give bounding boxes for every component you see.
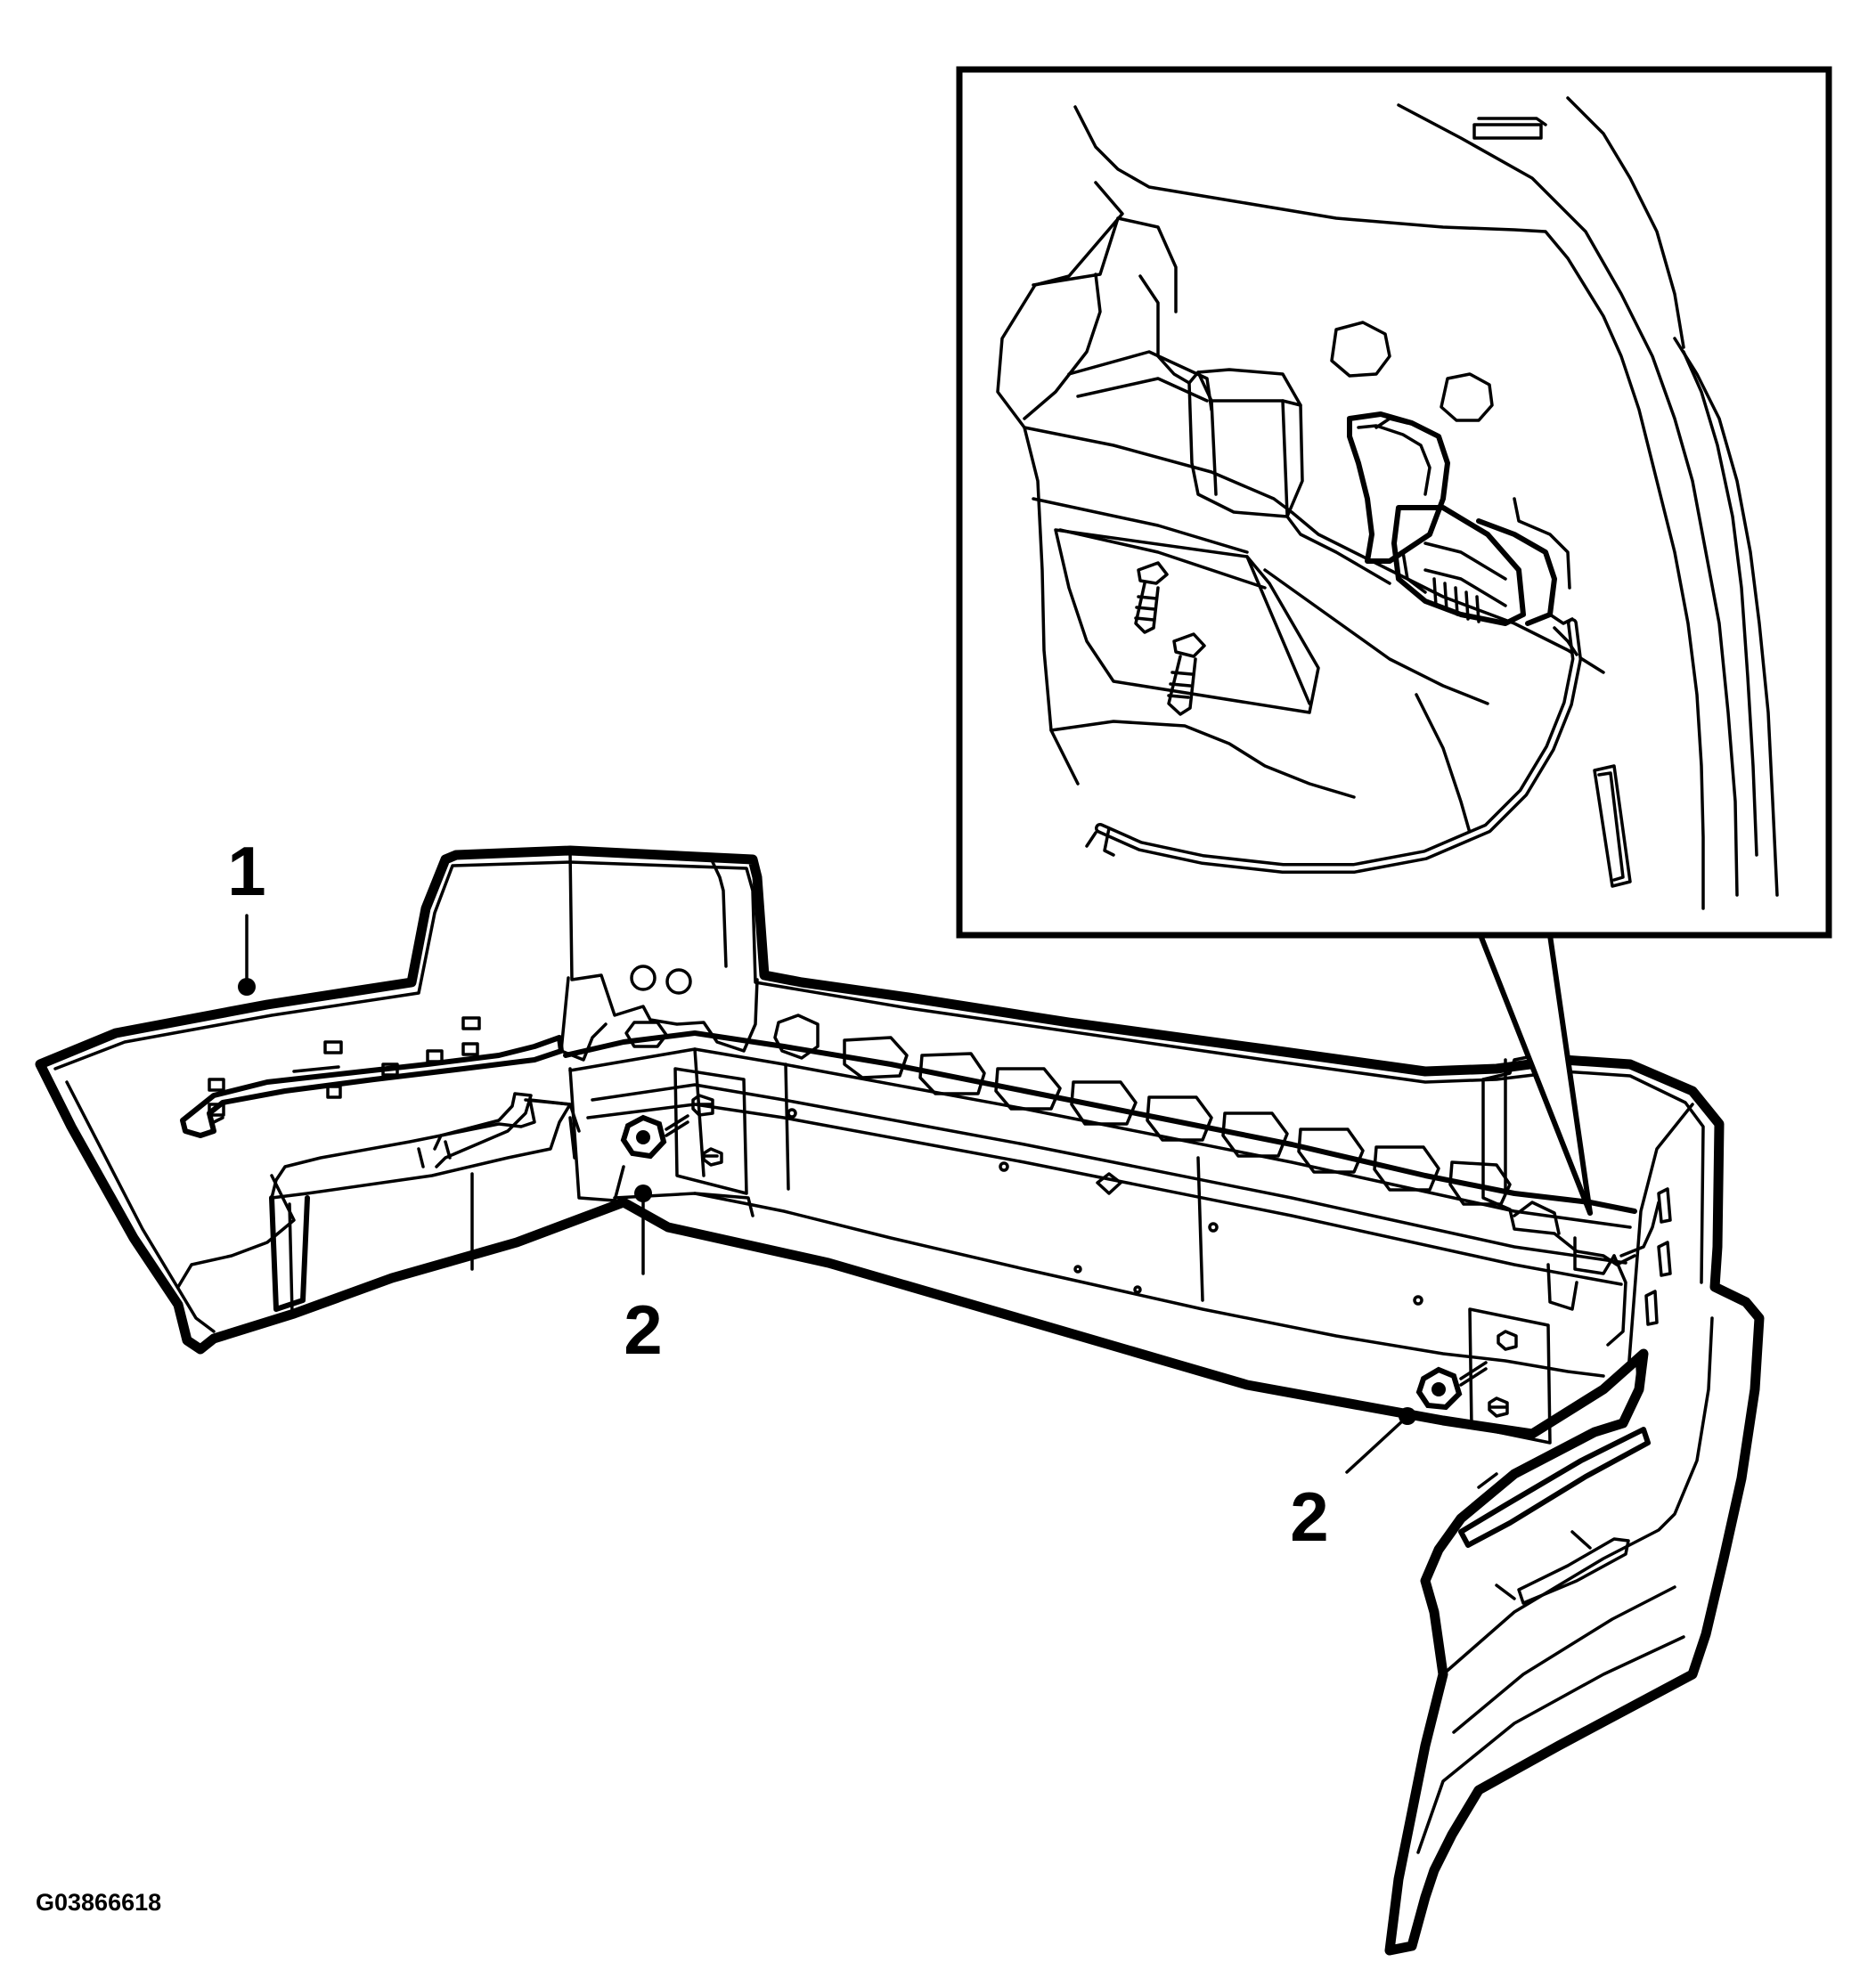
figure-id-label: G03866618 — [36, 1889, 161, 1916]
beam-cutouts — [773, 1014, 1512, 1206]
inset-electrical-connector — [1347, 411, 1574, 626]
inset-stud-upper — [1134, 561, 1169, 634]
callout-2-right: 2 — [1290, 1478, 1328, 1556]
inset-wiring-harness — [1095, 618, 1582, 874]
retaining-nut-right — [1415, 1361, 1488, 1411]
callout-2-left: 2 — [624, 1290, 662, 1369]
rear-bumper-fascia — [35, 845, 1765, 1956]
callout-labels: 1 2 2 — [227, 832, 1328, 1556]
detail-inset — [956, 66, 1832, 1216]
callout-leaders — [238, 914, 1416, 1474]
retaining-nut-left — [620, 1114, 689, 1160]
callout-1: 1 — [227, 832, 265, 910]
inset-connector-detail — [996, 96, 1779, 910]
inset-stud-lower — [1167, 632, 1206, 716]
